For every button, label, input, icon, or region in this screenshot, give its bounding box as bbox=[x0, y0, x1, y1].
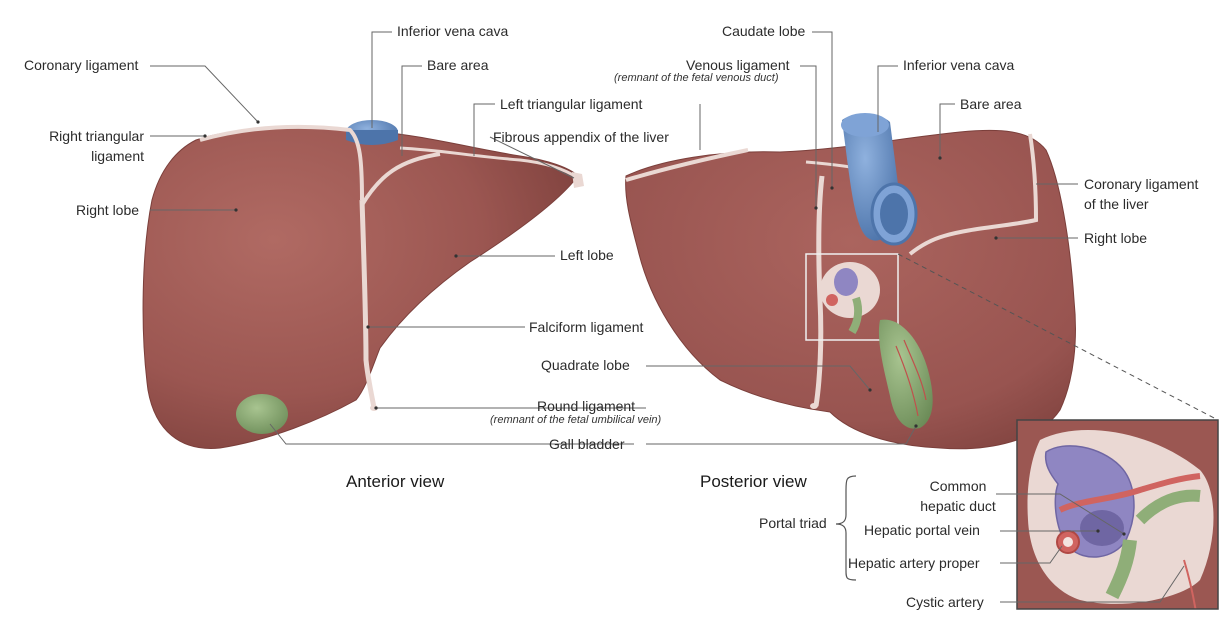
label-hepatic-artery-proper: Hepatic artery proper bbox=[848, 555, 980, 571]
porta-hepatis-box bbox=[805, 253, 899, 341]
label-common-hepatic-duct: Common hepatic duct bbox=[902, 476, 1014, 516]
label-bare-area-anterior: Bare area bbox=[427, 57, 489, 73]
label-bare-area-posterior: Bare area bbox=[960, 96, 1022, 112]
label-portal-triad: Portal triad bbox=[759, 515, 827, 531]
label-coronary-ligament: Coronary ligament bbox=[24, 57, 139, 73]
label-hepatic-portal-vein: Hepatic portal vein bbox=[864, 522, 980, 538]
anterior-liver-surface bbox=[142, 126, 579, 449]
label-gall-bladder: Gall bladder bbox=[549, 436, 625, 452]
anterior-liver bbox=[142, 120, 584, 449]
label-cystic-artery: Cystic artery bbox=[906, 594, 984, 610]
title-posterior-view: Posterior view bbox=[700, 472, 807, 491]
posterior-gallbladder-shape bbox=[878, 319, 933, 429]
label-round-ligament: Round ligament bbox=[537, 398, 636, 414]
label-ivc-anterior: Inferior vena cava bbox=[397, 23, 509, 39]
label-right-triangular-ligament-line1: Right triangular bbox=[49, 128, 144, 144]
inset-hepatic-artery bbox=[1058, 473, 1201, 513]
inset-common-hepatic-duct bbox=[1105, 539, 1137, 600]
label-coronary-ligament-liver-line1: Coronary ligament bbox=[1084, 176, 1199, 192]
label-venous-ligament: Venous ligament bbox=[686, 57, 790, 73]
label-left-triangular-ligament: Left triangular ligament bbox=[500, 96, 643, 112]
label-right-lobe-anterior: Right lobe bbox=[76, 202, 140, 218]
label-fibrous-appendix: Fibrous appendix of the liver bbox=[493, 129, 669, 145]
label-quadrate-lobe: Quadrate lobe bbox=[541, 357, 630, 373]
label-falciform-ligament: Falciform ligament bbox=[529, 319, 644, 335]
label-ivc-posterior: Inferior vena cava bbox=[903, 57, 1015, 73]
anterior-coronary-ligament bbox=[199, 124, 364, 201]
label-venous-ligament-sub: (remnant of the fetal venous duct) bbox=[614, 72, 779, 84]
label-caudate-lobe: Caudate lobe bbox=[722, 23, 806, 39]
anterior-gallbladder-shape bbox=[236, 394, 288, 434]
label-coronary-ligament-liver-line2: of the liver bbox=[1084, 196, 1149, 212]
portal-triad-inset bbox=[1017, 420, 1218, 609]
leader-lines bbox=[150, 31, 1185, 603]
title-anterior-view: Anterior view bbox=[346, 472, 445, 491]
posterior-liver bbox=[625, 113, 1076, 450]
falciform-ligament-shape bbox=[359, 199, 377, 409]
label-common-hepatic-duct-line2: hepatic duct bbox=[920, 498, 996, 514]
label-common-hepatic-duct-line1: Common bbox=[929, 478, 987, 494]
label-round-ligament-sub: (remnant of the fetal umbilical vein) bbox=[490, 414, 662, 426]
label-right-triangular-ligament-line2: ligament bbox=[91, 148, 144, 164]
label-right-lobe-posterior: Right lobe bbox=[1084, 230, 1148, 246]
label-left-lobe: Left lobe bbox=[560, 247, 614, 263]
portal-triad-bracket bbox=[835, 475, 857, 581]
